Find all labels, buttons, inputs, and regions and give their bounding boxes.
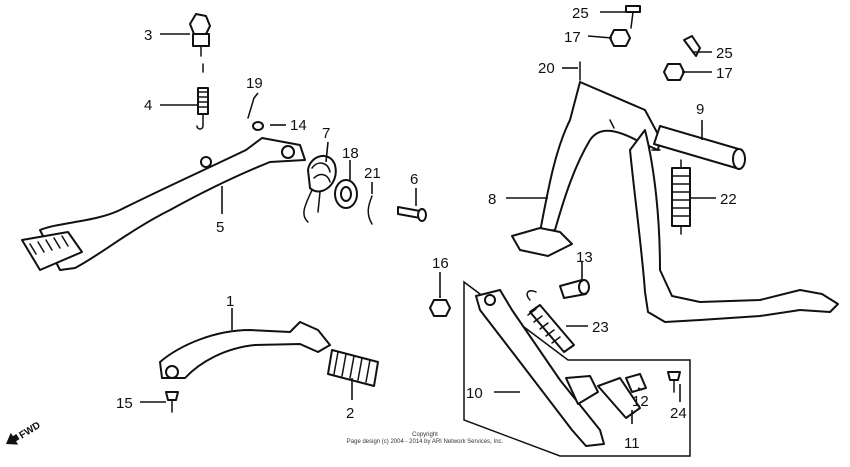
callout-23: 23 xyxy=(592,319,609,336)
pin-part-6 xyxy=(397,206,427,222)
main-stand-part-8 xyxy=(511,81,839,323)
bolt-part-24 xyxy=(667,371,681,393)
callout-7: 7 xyxy=(322,125,330,142)
callout-5: 5 xyxy=(216,219,224,236)
callout-20: 20 xyxy=(538,60,555,77)
callout-12: 12 xyxy=(632,393,649,410)
callout-3: 3 xyxy=(144,27,152,44)
washer-part-14 xyxy=(252,121,264,131)
callout-21: 21 xyxy=(364,165,381,182)
forward-direction-indicator: FWD xyxy=(6,420,43,445)
bracket-part-11 xyxy=(597,377,641,419)
callout-10: 10 xyxy=(466,385,483,402)
rubber-part-2 xyxy=(327,349,379,387)
callout-8: 8 xyxy=(488,191,496,208)
pedal-part-5 xyxy=(21,137,306,271)
callout-17-top: 17 xyxy=(564,29,581,46)
arm-part-1 xyxy=(159,321,331,379)
nut-part-17-right xyxy=(663,63,685,81)
bolt-part-25-top xyxy=(625,5,641,29)
callout-6: 6 xyxy=(410,171,418,188)
spring-part-23 xyxy=(526,289,575,353)
copyright-line-1: Copyright xyxy=(412,432,438,438)
spring-part-4 xyxy=(196,63,209,130)
callout-16: 16 xyxy=(432,255,449,272)
leader-lines xyxy=(140,11,716,424)
clip-part-21 xyxy=(367,195,373,225)
callout-4: 4 xyxy=(144,97,152,114)
callout-15: 15 xyxy=(116,395,133,412)
side-stand-part-10 xyxy=(475,289,605,447)
callout-19: 19 xyxy=(246,75,263,92)
washer-part-18 xyxy=(334,179,358,209)
nut-part-17-top xyxy=(609,29,631,47)
callout-1: 1 xyxy=(226,293,234,310)
callout-2: 2 xyxy=(346,405,354,422)
plate-part-extra xyxy=(565,375,599,405)
callout-9: 9 xyxy=(696,101,704,118)
fwd-label: FWD xyxy=(17,420,42,441)
callout-labels: 3 4 19 14 7 18 21 6 5 1 2 15 16 25 17 25… xyxy=(116,5,737,452)
arrow-left-icon xyxy=(6,432,20,445)
return-spring-part-7 xyxy=(303,155,337,223)
callout-24: 24 xyxy=(670,405,687,422)
callout-18: 18 xyxy=(342,145,359,162)
callout-25-top: 25 xyxy=(572,5,589,22)
bolt-part-13 xyxy=(559,279,590,299)
cotter-pin-part-19 xyxy=(247,97,255,119)
bolt-part-15 xyxy=(165,391,179,413)
callout-14: 14 xyxy=(290,117,307,134)
callout-17-right: 17 xyxy=(716,65,733,82)
rubber-part-12 xyxy=(625,373,647,393)
callout-13: 13 xyxy=(576,249,593,266)
copyright-notice: Copyright Page design (c) 2004 - 2014 by… xyxy=(347,432,504,445)
switch-part-3 xyxy=(189,13,211,57)
nut-part-16 xyxy=(429,299,451,317)
callout-22: 22 xyxy=(720,191,737,208)
spring-part-22 xyxy=(671,159,691,235)
callout-11: 11 xyxy=(624,435,640,452)
bolt-part-25-right xyxy=(683,35,701,57)
side-stand-box xyxy=(463,280,691,457)
shaft-part-9 xyxy=(653,125,746,170)
copyright-line-2: Page design (c) 2004 - 2014 by ARI Netwo… xyxy=(347,439,504,445)
callout-25-right: 25 xyxy=(716,45,733,62)
